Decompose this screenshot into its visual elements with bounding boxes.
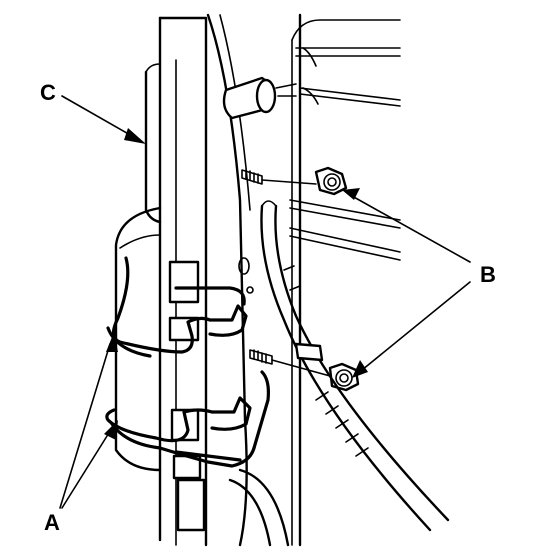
canister [114, 206, 162, 472]
callout-b-arrows [342, 188, 471, 378]
upper-nut [314, 166, 348, 196]
wire-clip-upper [106, 256, 248, 358]
callout-a-arrows [59, 332, 118, 509]
label-b: B [480, 262, 496, 287]
lower-hose [228, 468, 290, 547]
panel-hole [238, 257, 254, 294]
callout-c-arrow [61, 95, 146, 144]
wire-clip-lower [105, 370, 270, 468]
shroud-wires [289, 47, 401, 261]
label-c: C [40, 80, 56, 105]
lower-stud [249, 349, 331, 377]
hose [260, 200, 450, 532]
lower-nut [328, 362, 360, 392]
upper-stud [241, 169, 317, 185]
bracket-tabs [168, 260, 206, 532]
top-connector [222, 76, 297, 120]
label-a: A [44, 510, 60, 535]
